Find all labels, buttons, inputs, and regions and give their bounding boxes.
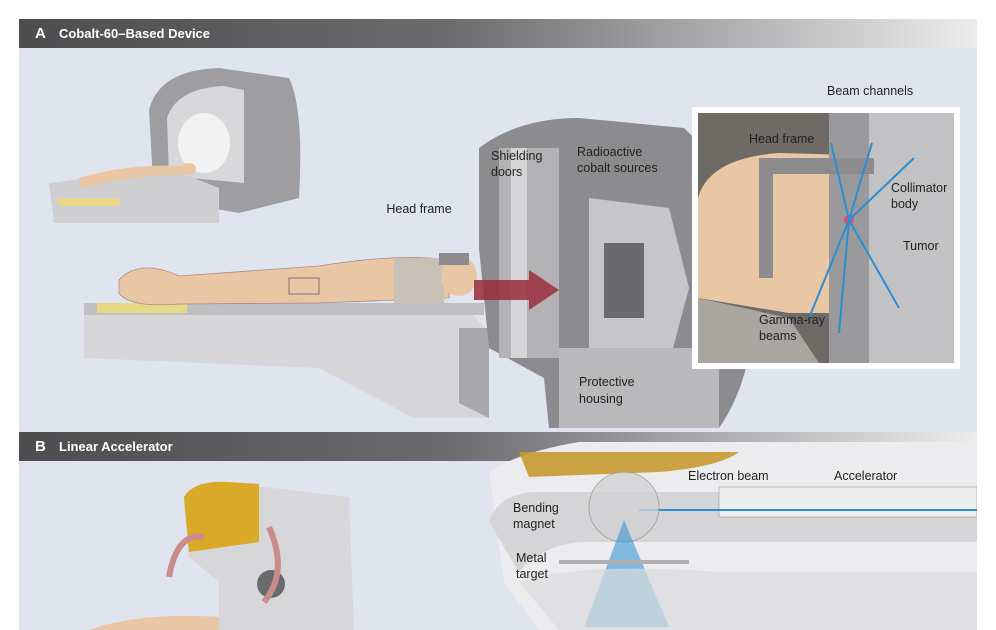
panel-b-illustration: Electron beam Accelerator Bending magnet…: [89, 442, 977, 630]
label-radioactive-line2: cobalt sources: [577, 161, 658, 175]
red-arrow-icon: [474, 270, 559, 310]
label-tumor: Tumor: [903, 239, 939, 253]
label-accelerator: Accelerator: [834, 469, 897, 483]
panel-a-title: Cobalt-60–Based Device: [59, 26, 211, 41]
panel-b-title: Linear Accelerator: [59, 439, 173, 454]
label-shielding-doors-line2: doors: [491, 165, 522, 179]
label-inset-head-frame: Head frame: [749, 132, 814, 146]
panel-a-cobalt-device: A Cobalt-60–Based Device: [19, 19, 977, 432]
label-electron-beam: Electron beam: [688, 469, 769, 483]
head-inset: [692, 107, 960, 369]
panel-a-header: A Cobalt-60–Based Device: [19, 19, 977, 48]
label-radioactive-line1: Radioactive: [577, 145, 642, 159]
gamma-knife-machine-thumbnail: [49, 68, 301, 223]
panel-b-linear-accelerator: B Linear Accelerator Electron beam Acce: [19, 432, 977, 630]
treatment-couch: [84, 303, 489, 418]
label-gamma-line2: beams: [759, 329, 797, 343]
panel-b-letter: B: [35, 438, 46, 455]
label-metal-line1: Metal: [516, 551, 547, 565]
label-head-frame: Head frame: [386, 202, 451, 216]
label-bending-line1: Bending: [513, 501, 559, 515]
label-bending-line2: magnet: [513, 517, 555, 531]
label-protective-line1: Protective: [579, 375, 635, 389]
label-collimator-line1: Collimator: [891, 181, 947, 195]
panel-a-illustration: Head frame Shielding doors Radioactive c…: [49, 68, 960, 428]
label-metal-line2: target: [516, 567, 548, 581]
linac-machine-thumbnail: [89, 481, 354, 630]
linac-cross-section: [489, 442, 977, 630]
label-protective-line2: housing: [579, 392, 623, 406]
panel-a-letter: A: [35, 25, 46, 42]
label-collimator-line2: body: [891, 197, 919, 211]
label-beam-channels: Beam channels: [827, 84, 913, 98]
label-gamma-line1: Gamma-ray: [759, 313, 826, 327]
patient-figure: [118, 253, 477, 306]
protective-housing-shell: [479, 118, 754, 428]
label-shielding-doors-line1: Shielding: [491, 149, 542, 163]
